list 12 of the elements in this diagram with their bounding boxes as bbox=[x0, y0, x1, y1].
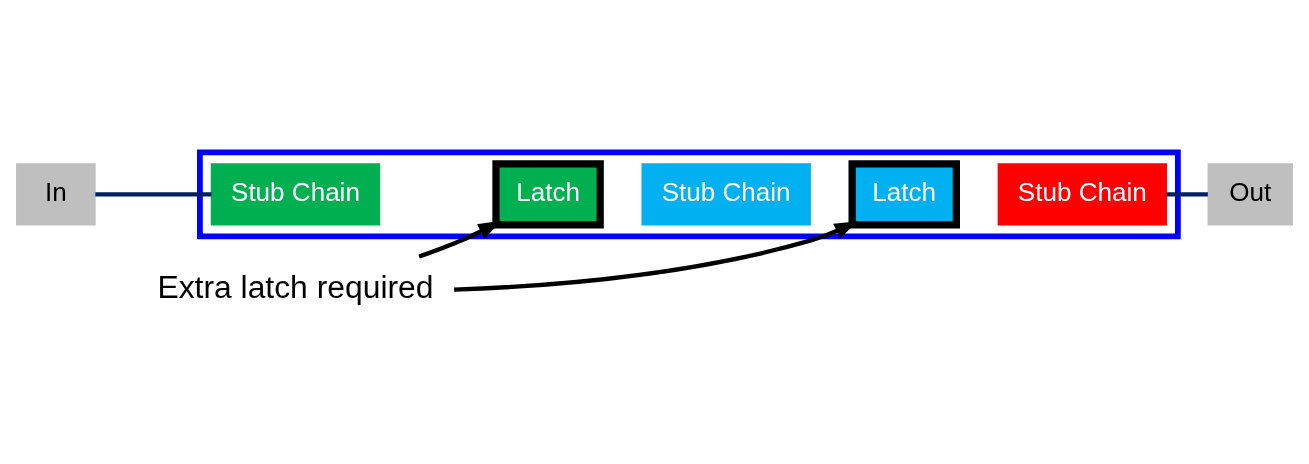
node-box: Out bbox=[1207, 163, 1293, 226]
node-text: Extra latch required bbox=[157, 269, 434, 306]
node-box: Latch bbox=[848, 160, 960, 229]
node-box: Stub Chain bbox=[641, 163, 811, 226]
node-box: Stub Chain bbox=[997, 163, 1167, 226]
node-box: Stub Chain bbox=[210, 163, 381, 226]
node-box: In bbox=[16, 163, 96, 226]
node-box: Latch bbox=[492, 160, 604, 229]
arrow bbox=[454, 221, 858, 292]
arrow bbox=[418, 220, 502, 259]
connector bbox=[95, 192, 212, 197]
connector bbox=[1166, 192, 1208, 197]
